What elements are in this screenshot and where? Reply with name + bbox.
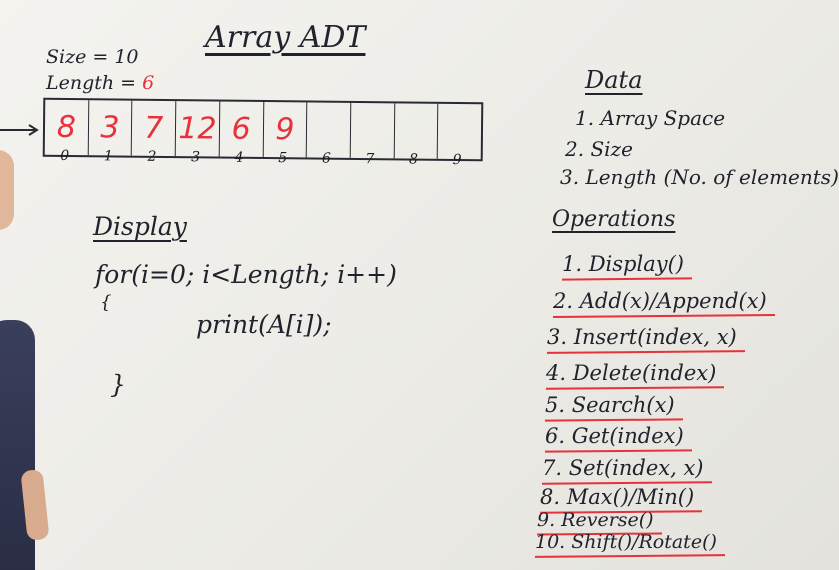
array-index: 2	[147, 148, 157, 165]
array-index: 7	[365, 151, 375, 168]
pointer-arrow-icon	[0, 124, 39, 136]
operation-label: 10. Shift()/Rotate()	[535, 531, 717, 553]
array-index: 0	[60, 147, 70, 164]
board-title: Array ADT	[205, 20, 366, 55]
operation-item: 7. Set(index, x)	[541, 456, 712, 485]
data-heading: Data	[585, 66, 643, 94]
array-index: 3	[191, 149, 201, 166]
size-label: Size = 10	[46, 46, 139, 68]
operation-label: 8. Max()/Min()	[540, 485, 695, 509]
operation-label: 3. Insert(index, x)	[547, 325, 737, 349]
red-underline	[534, 554, 725, 558]
red-underline	[552, 314, 775, 318]
operation-item: 8. Max()/Min()	[539, 485, 703, 514]
operation-item: 1. Display()	[561, 252, 692, 281]
length-prefix: Length =	[46, 72, 143, 94]
data-item: 2. Size	[565, 137, 633, 161]
operation-item: 9. Reverse()	[536, 509, 662, 536]
code-open-brace: {	[100, 292, 112, 313]
array-index: 8	[408, 151, 419, 168]
operation-item: 2. Add(x)/Append(x)	[552, 289, 775, 318]
red-underline	[545, 386, 725, 390]
red-underline	[561, 277, 692, 281]
array-index: 6	[321, 150, 331, 167]
person-head	[0, 150, 14, 230]
code-print-statement: print(A[i]);	[196, 310, 332, 339]
operation-item: 3. Insert(index, x)	[546, 325, 745, 354]
operation-item: 5. Search(x)	[544, 393, 683, 422]
operation-item: 6. Get(index)	[544, 424, 692, 453]
array-indices: 0 1 2 3 4 5 6 7 8 9	[43, 148, 479, 169]
array-index: 1	[103, 148, 113, 165]
red-underline	[546, 350, 745, 354]
operation-label: 6. Get(index)	[545, 424, 684, 448]
array-index: 9	[452, 152, 462, 169]
operation-label: 1. Display()	[562, 252, 684, 276]
red-underline	[544, 449, 692, 453]
display-heading: Display	[93, 212, 187, 241]
data-item: 1. Array Space	[575, 106, 726, 130]
code-close-brace: }	[110, 370, 126, 399]
length-value: 6	[142, 72, 155, 94]
operation-label: 9. Reverse()	[537, 509, 654, 531]
code-for-loop: for(i=0; i<Length; i++)	[95, 260, 397, 289]
operation-label: 7. Set(index, x)	[542, 456, 704, 480]
operation-label: 5. Search(x)	[545, 393, 675, 417]
operation-label: 2. Add(x)/Append(x)	[553, 289, 767, 313]
array-index: 4	[234, 149, 244, 166]
red-underline	[544, 418, 683, 422]
operations-heading: Operations	[552, 207, 676, 232]
length-label: Length = 6	[46, 72, 154, 94]
operation-item: 4. Delete(index)	[545, 361, 725, 390]
data-item: 3. Length (No. of elements)	[560, 165, 839, 189]
whiteboard: Array ADT Size = 10 Length = 6 8 3 7 12 …	[0, 20, 839, 570]
array-index: 5	[278, 150, 288, 167]
operation-item: 10. Shift()/Rotate()	[534, 531, 725, 558]
operation-label: 4. Delete(index)	[546, 361, 717, 385]
